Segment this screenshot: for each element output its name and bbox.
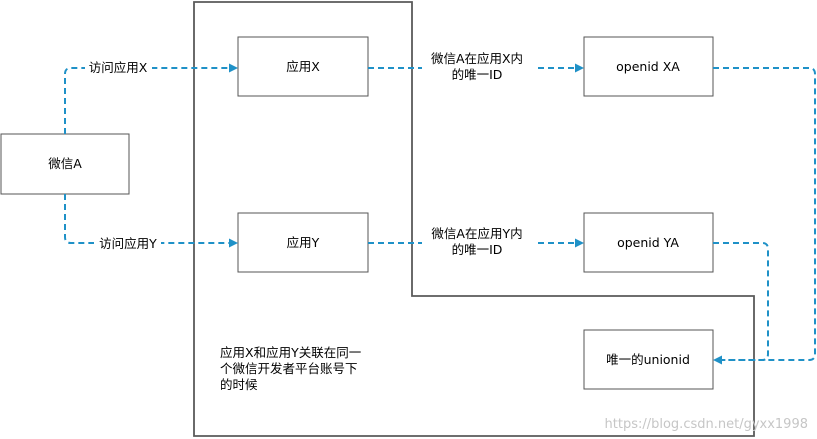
node-unionid-box — [583, 329, 714, 390]
svg-text:访问应用Y: 访问应用Y — [99, 236, 157, 251]
node-wechat-a-label: 微信A — [48, 156, 82, 171]
edge-label-visit-y: 访问应用Y — [94, 234, 161, 252]
node-openid-ya-label: openid YA — [617, 235, 679, 250]
node-app-x-box — [237, 36, 369, 97]
svg-text:的唯一ID: 的唯一ID — [452, 67, 503, 82]
svg-text:访问应用X: 访问应用X — [89, 60, 148, 75]
node-unionid-label: 唯一的unionid — [606, 352, 690, 367]
node-app-y-box — [237, 212, 369, 273]
arrowhead-unionid — [713, 355, 722, 365]
arrowhead-app-y — [229, 238, 238, 248]
platform-note: 应用X和应用Y关联在同一 个微信开发者平台账号下 的时候 — [220, 345, 361, 392]
edge-wechat-to-app-x — [64, 67, 231, 134]
edge-openid-ya-to-unionid — [713, 242, 769, 361]
platform-note-line-3: 的时候 — [220, 377, 258, 392]
arrowhead-app-x — [229, 63, 238, 73]
edge-openid-xa-to-unionid — [713, 67, 816, 361]
node-unionid[interactable]: 唯一的unionid — [583, 329, 714, 390]
watermark: https://blog.csdn.net/gyxx1998 — [605, 417, 808, 432]
svg-text:微信A在应用X内: 微信A在应用X内 — [431, 51, 523, 66]
arrowhead-openid-xa — [575, 63, 584, 73]
svg-text:微信A在应用Y内: 微信A在应用Y内 — [431, 226, 522, 241]
node-openid-ya[interactable]: openid YA — [583, 212, 714, 273]
edge-label-visit-x: 访问应用X — [85, 58, 152, 76]
edge-label-unique-id-y: 微信A在应用Y内 的唯一ID — [422, 225, 534, 259]
platform-note-line-1: 应用X和应用Y关联在同一 — [220, 345, 361, 360]
node-app-x[interactable]: 应用X — [237, 36, 369, 97]
node-openid-xa-box — [583, 36, 714, 97]
node-wechat-a[interactable]: 微信A — [0, 133, 130, 195]
platform-boundary — [193, 1, 755, 437]
node-app-x-label: 应用X — [286, 59, 320, 74]
node-openid-xa-label: openid XA — [616, 59, 680, 74]
edge-wechat-to-app-y — [64, 194, 231, 244]
node-openid-xa[interactable]: openid XA — [583, 36, 714, 97]
arrowhead-openid-ya — [575, 238, 584, 248]
platform-note-line-2: 个微信开发者平台账号下 — [220, 361, 358, 376]
edge-label-unique-id-x: 微信A在应用X内 的唯一ID — [422, 50, 534, 84]
node-app-y-label: 应用Y — [287, 235, 320, 250]
svg-text:的唯一ID: 的唯一ID — [452, 242, 503, 257]
node-app-y[interactable]: 应用Y — [237, 212, 369, 273]
